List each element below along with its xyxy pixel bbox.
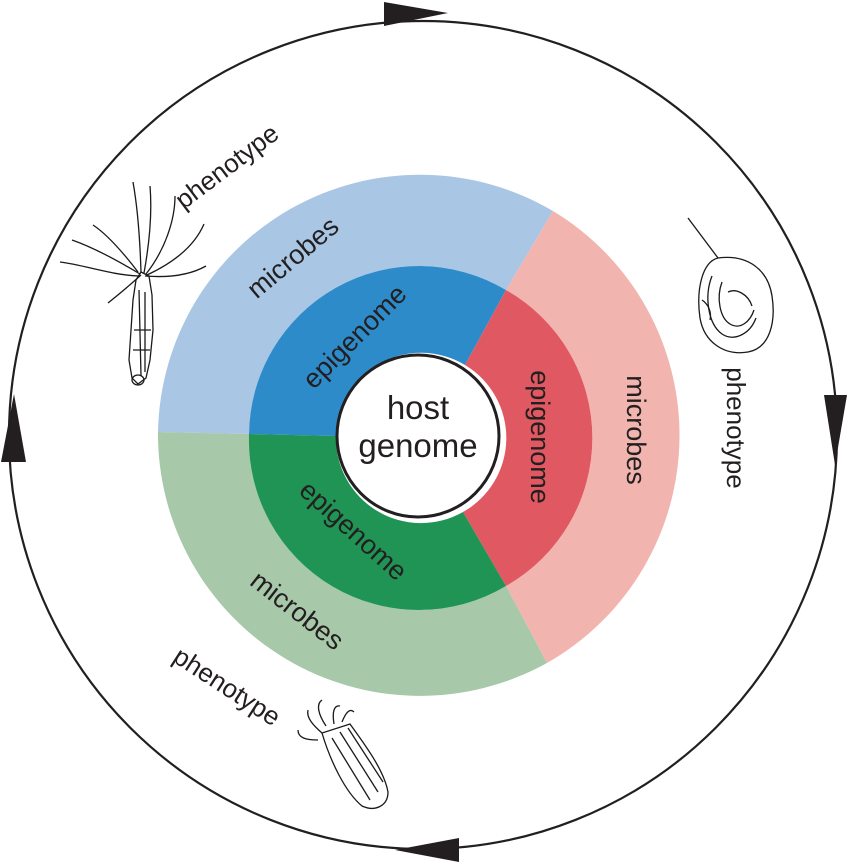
cycle-arrow-left (1, 394, 26, 462)
epigenome-label-red: epigenome (525, 370, 555, 504)
microbes-segment-red (506, 211, 680, 663)
microbes-segment-blue (158, 174, 553, 435)
microbes-label-red: microbes (621, 375, 651, 485)
host-genome-label-line2: genome (358, 427, 477, 464)
phenotype-label-green: phenotype (168, 641, 286, 732)
phenotype-label-red: phenotype (721, 367, 751, 488)
cycle-arrow-bottom (395, 838, 459, 862)
phenotype-label-blue: phenotype (169, 118, 284, 215)
cycle-arrow-top (384, 2, 448, 26)
epigenome-segment-red (463, 290, 593, 586)
rotifer-icon (687, 217, 774, 354)
cycle-arrow-right (824, 395, 847, 465)
host-genome-label-line1: host (387, 389, 449, 426)
epigenome-segment-green (248, 434, 506, 611)
polyp-icon (297, 699, 389, 809)
microbes-segment-green (157, 432, 547, 696)
host-genome-circle (335, 353, 501, 519)
hydra-icon (59, 181, 207, 386)
epigenome-segment-blue (249, 266, 506, 436)
